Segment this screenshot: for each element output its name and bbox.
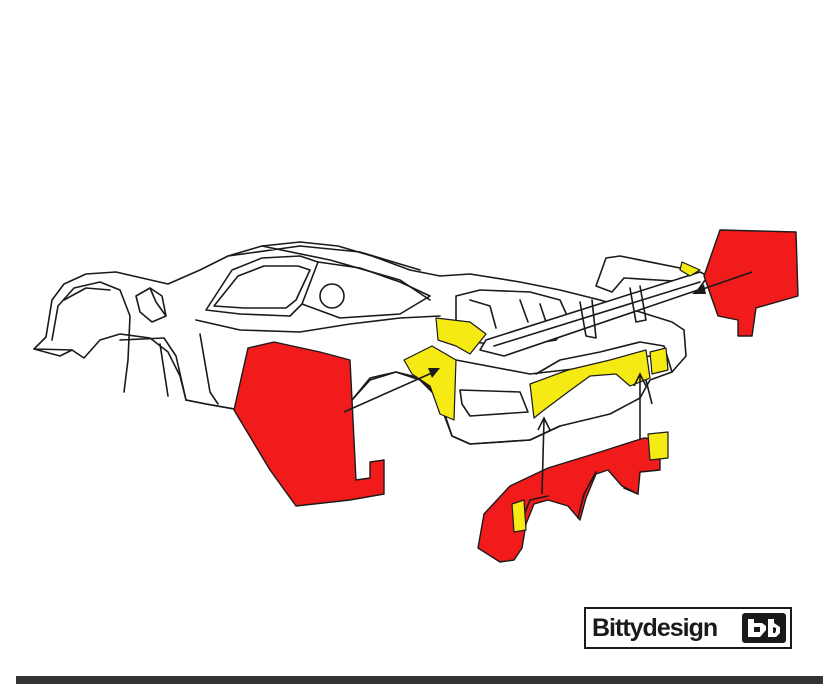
side-window-line	[301, 261, 431, 319]
yellow-diffuser-tab-left	[511, 499, 527, 533]
yellow-parts	[403, 261, 701, 421]
bittydesign-logo: Bittydesign	[584, 607, 792, 649]
fuel-cap	[319, 283, 345, 309]
arrow-side-panel-head	[428, 368, 440, 378]
red-parts	[233, 229, 799, 563]
arrow-endplate-head	[692, 284, 706, 294]
front-arch-inner	[63, 287, 111, 301]
red-wing-endplate	[703, 229, 799, 337]
assembly-arrows	[343, 271, 753, 495]
front-wheel-arch	[33, 281, 131, 393]
tail-light	[459, 389, 529, 417]
yellow-endplate-tab	[649, 347, 669, 375]
engine-cover-vent	[469, 299, 547, 329]
red-rear-diffuser	[477, 437, 661, 563]
logo-wordmark: Bittydesign	[592, 613, 718, 642]
side-scoop	[119, 333, 219, 405]
yellow-rear-diffuser	[529, 349, 651, 419]
side-mirror	[135, 287, 167, 323]
red-side-panel	[233, 341, 385, 507]
arrow-diffuser-right-2	[645, 379, 653, 405]
yellow-vent-upper	[435, 317, 487, 355]
arrow-side-panel	[343, 371, 435, 413]
car-body-outline	[33, 241, 709, 445]
wing-stay-1	[579, 299, 597, 339]
bd-logo-icon	[742, 613, 786, 643]
arrow-diffuser-right-head	[633, 372, 647, 387]
yellow-diffuser-tab-right	[647, 431, 669, 461]
wing-stay-2	[629, 285, 647, 323]
yellow-wing-tab	[679, 261, 701, 277]
rear-wing-edge	[493, 281, 701, 347]
arrow-diffuser-left	[541, 419, 545, 495]
bottom-divider	[16, 676, 823, 684]
yellow-vent-lower	[403, 345, 457, 421]
arrow-diffuser-left-head	[537, 416, 551, 431]
arrow-endplate	[699, 271, 753, 291]
windscreen-inner	[213, 265, 311, 309]
door-line	[195, 315, 441, 333]
body-shell	[33, 241, 687, 445]
